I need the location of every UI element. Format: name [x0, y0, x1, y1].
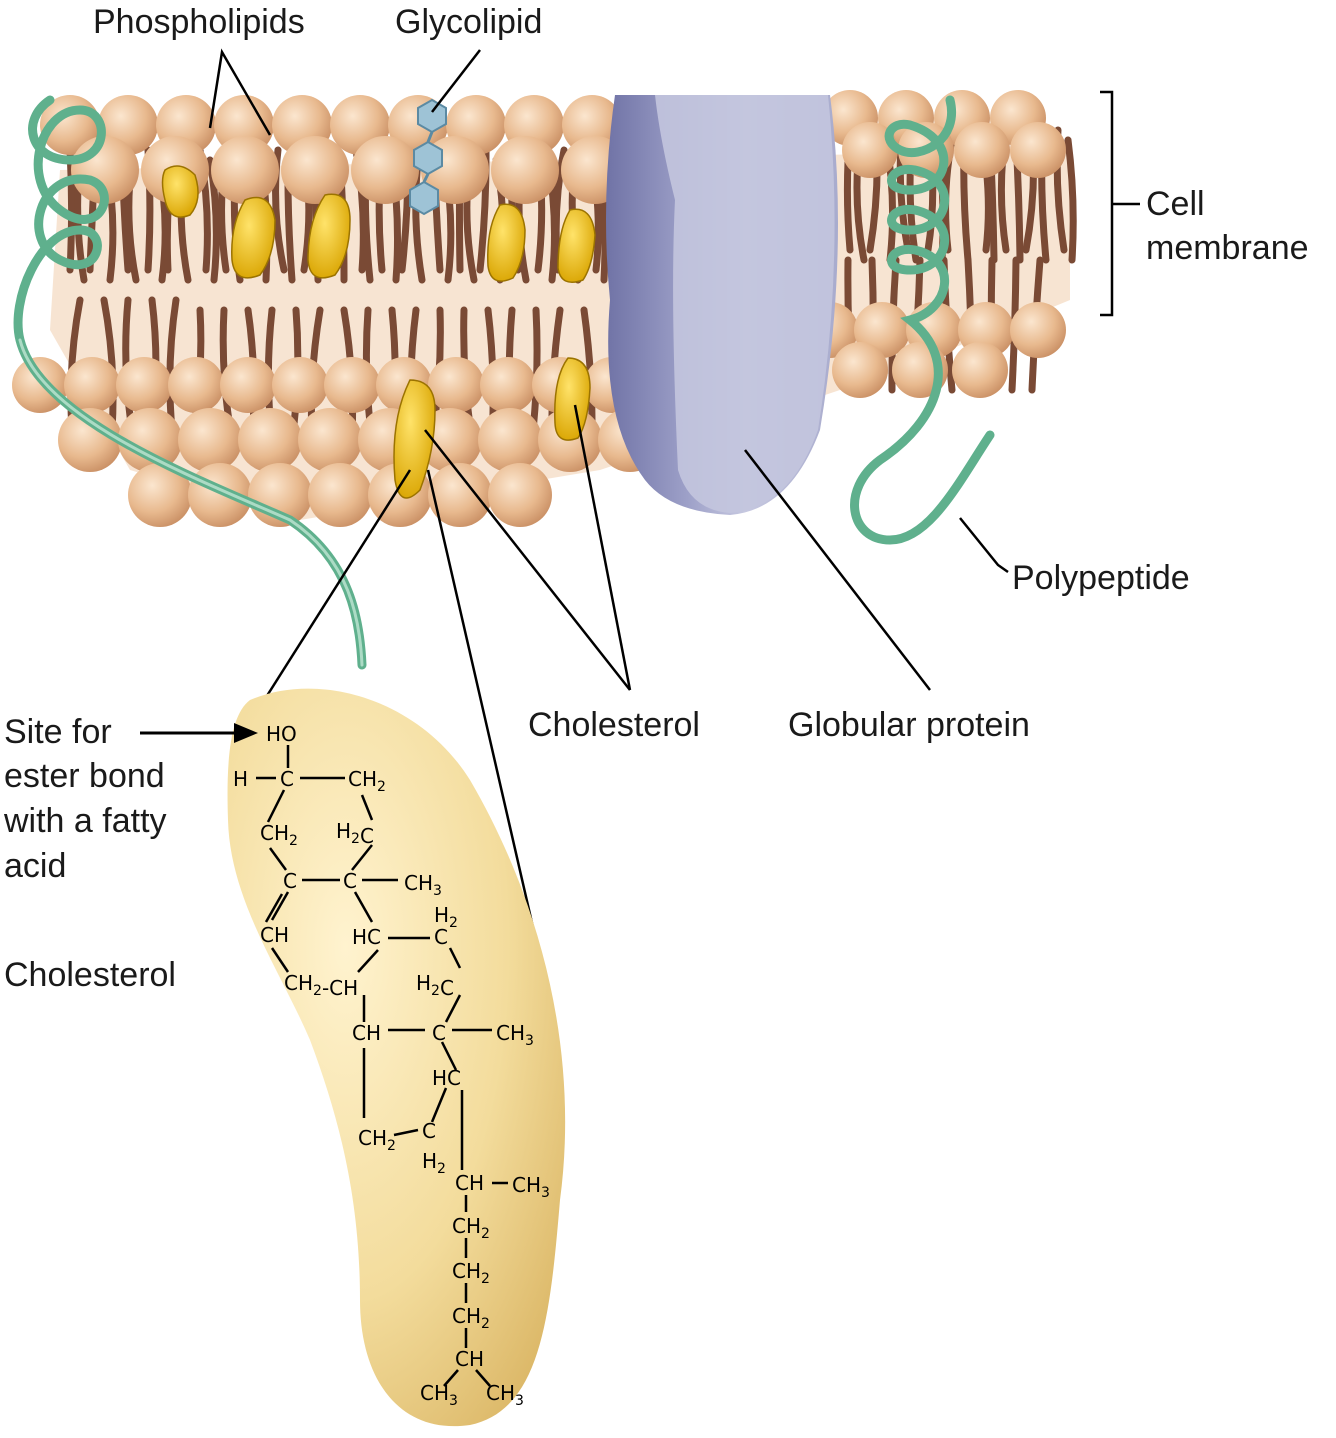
- cholesterol-body: [227, 688, 566, 1427]
- cholesterol-molecule: [487, 203, 526, 282]
- cholesterol-molecule: [307, 193, 351, 279]
- phospholipid-head: [211, 136, 279, 204]
- polypeptide-left-highlight: [18, 338, 364, 667]
- group-ch3: CH3: [512, 1173, 550, 1201]
- glycolipid-label: Glycolipid: [395, 3, 543, 41]
- phospholipid-head: [1010, 122, 1066, 178]
- phospholipid-head: [478, 408, 542, 472]
- polypeptide-label: Polypeptide: [1012, 559, 1190, 597]
- phospholipid-head: [832, 342, 888, 398]
- phospholipid-head: [298, 408, 362, 472]
- cholesterol-molecule: [231, 196, 276, 279]
- group-h2c: H2C: [336, 819, 374, 848]
- glycolipid-chain: [409, 98, 447, 216]
- phospholipid-head: [281, 136, 349, 204]
- phospholipid-head: [116, 357, 172, 413]
- phospholipid-head: [351, 136, 419, 204]
- group-ch2: CH2: [260, 821, 298, 849]
- cholesterol-molecule: [554, 357, 591, 441]
- phospholipid-head: [1010, 302, 1066, 358]
- cholesterol-structure: [256, 745, 508, 1387]
- group-ch3: CH3: [404, 871, 442, 899]
- membrane-cholesterol: [161, 165, 596, 499]
- group-ch3: CH3: [496, 1021, 534, 1049]
- group-ch3: CH3: [486, 1381, 524, 1409]
- phospholipid-head: [480, 357, 536, 413]
- globular-protein-label: Globular protein: [788, 706, 1030, 744]
- phospholipid-head: [58, 408, 122, 472]
- atom-c: C: [343, 869, 357, 893]
- site-label-line4: acid: [4, 847, 67, 885]
- group-ch: CH: [260, 923, 289, 947]
- atom-c: C: [422, 1119, 436, 1143]
- site-label-line1: Site for: [4, 713, 112, 751]
- group-ch: CH: [455, 1171, 484, 1195]
- group-ch: CH: [352, 1021, 381, 1045]
- phospholipid-head: [238, 408, 302, 472]
- group-h2: H2: [434, 903, 458, 931]
- group-ch2: CH2: [452, 1214, 490, 1242]
- group-h2c: H2C: [416, 971, 454, 1000]
- group-ch2: CH2: [452, 1259, 490, 1287]
- phospholipid-head: [12, 357, 68, 413]
- group-ch3: CH3: [420, 1381, 458, 1409]
- atom-c: C: [434, 925, 448, 949]
- phospholipid-head: [491, 136, 559, 204]
- atom-c: C: [283, 869, 297, 893]
- phospholipid-head: [324, 357, 380, 413]
- site-label-line3: with a fatty: [4, 802, 167, 840]
- phospholipid-head: [128, 463, 192, 527]
- group-ch2-ch: CH2-CH: [284, 971, 358, 1000]
- structure-labels: HO H C CH2 CH2 H2C C C CH3 CH HC H2 C CH…: [233, 722, 550, 1409]
- phospholipid-head: [428, 357, 484, 413]
- lipid-tail: [166, 296, 180, 434]
- group-ch: CH: [455, 1347, 484, 1371]
- site-arrow: [140, 723, 258, 743]
- phospholipid-head: [308, 463, 372, 527]
- phospholipid-head: [178, 408, 242, 472]
- group-h2: H2: [422, 1149, 446, 1177]
- phospholipid-head: [64, 357, 120, 413]
- group-ch2: CH2: [452, 1304, 490, 1332]
- atom-h: H: [233, 767, 248, 791]
- lipid-tail: [100, 296, 117, 434]
- cholesterol-molecule: [161, 165, 199, 218]
- group-ch2: CH2: [358, 1126, 396, 1154]
- phospholipid-head: [220, 357, 276, 413]
- phospholipid-head: [428, 463, 492, 527]
- phospholipid-head: [272, 357, 328, 413]
- phospholipid-head: [954, 122, 1010, 178]
- cholesterol-structure-label: Cholesterol: [4, 956, 176, 994]
- phospholipid-head: [168, 357, 224, 413]
- group-ch2: CH2: [348, 767, 386, 795]
- cholesterol-molecule: [393, 379, 436, 499]
- phospholipid-head: [488, 463, 552, 527]
- cell-membrane-label-2: membrane: [1146, 229, 1309, 267]
- phospholipids-label: Phospholipids: [93, 3, 305, 41]
- cell-membrane-label-1: Cell: [1146, 185, 1205, 223]
- group-hc: HC: [352, 925, 381, 949]
- phospholipid-head: [842, 122, 898, 178]
- polypeptide-right: [850, 95, 995, 545]
- phospholipid-head: [952, 342, 1008, 398]
- atom-c: C: [280, 767, 294, 791]
- lipid-tail: [1064, 136, 1077, 264]
- atom-ho: HO: [266, 722, 297, 746]
- lipid-tail: [552, 146, 568, 274]
- group-hc: HC: [432, 1066, 461, 1090]
- atom-c: C: [432, 1021, 446, 1045]
- phospholipid-heads-lower: [12, 302, 1066, 527]
- globular-protein: [606, 95, 838, 515]
- cholesterol-molecule: [557, 208, 596, 283]
- phospholipid-head: [118, 408, 182, 472]
- cholesterol-label: Cholesterol: [528, 706, 700, 744]
- site-label-line2: ester bond: [4, 757, 165, 795]
